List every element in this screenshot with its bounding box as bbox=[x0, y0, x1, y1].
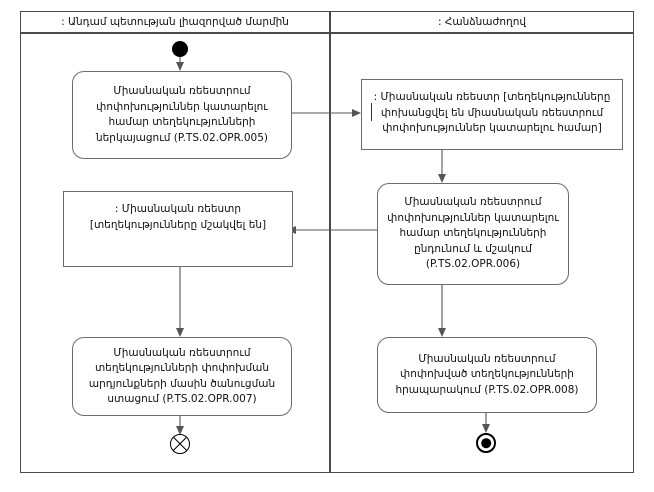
action-node-publish-changes-label: Միասնական ռեեստրում փոփոխված տեղեկությու… bbox=[395, 352, 579, 396]
object-node-registry-transferred[interactable]: : Միասնական ռեեստր [տեղեկությունները փոխ… bbox=[361, 79, 623, 150]
initial-node bbox=[172, 41, 188, 57]
flow-final-node bbox=[170, 434, 190, 454]
object-node-registry-transferred-label: : Միասնական ռեեստր [տեղեկությունները փոխ… bbox=[373, 91, 611, 134]
action-node-receive-and-process[interactable]: Միասնական ռեեստրում փոփոխություններ կատա… bbox=[377, 183, 569, 285]
object-node-pin-icon bbox=[371, 103, 372, 121]
lane-header-commission-label: : Հանձնաժողով bbox=[437, 16, 527, 28]
action-node-submit-information[interactable]: Միասնական ռեեստրում փոփոխություններ կատա… bbox=[72, 71, 292, 159]
object-node-registry-processed[interactable]: : Միասնական ռեեստր [տեղեկությունները մշա… bbox=[63, 191, 293, 267]
lane-header-commission: : Հանձնաժողով bbox=[330, 11, 634, 33]
action-node-publish-changes[interactable]: Միասնական ռեեստրում փոփոխված տեղեկությու… bbox=[377, 337, 597, 413]
action-node-receive-notification[interactable]: Միասնական ռեեստրում տեղեկությունների փոփ… bbox=[72, 337, 292, 416]
activity-final-node bbox=[476, 433, 496, 453]
action-node-submit-information-label: Միասնական ռեեստրում փոփոխություններ կատա… bbox=[95, 85, 269, 144]
action-node-receive-and-process-label: Միասնական ռեեստրում փոփոխություններ կատա… bbox=[387, 196, 559, 271]
lane-header-member-state-label: : Անդամ պետության լիազորված մարմին bbox=[61, 16, 289, 28]
object-node-registry-processed-label: : Միասնական ռեեստր [տեղեկությունները մշա… bbox=[89, 203, 267, 231]
lane-header-member-state: : Անդամ պետության լիազորված մարմին bbox=[20, 11, 330, 33]
action-node-receive-notification-label: Միասնական ռեեստրում տեղեկությունների փոփ… bbox=[88, 346, 276, 406]
